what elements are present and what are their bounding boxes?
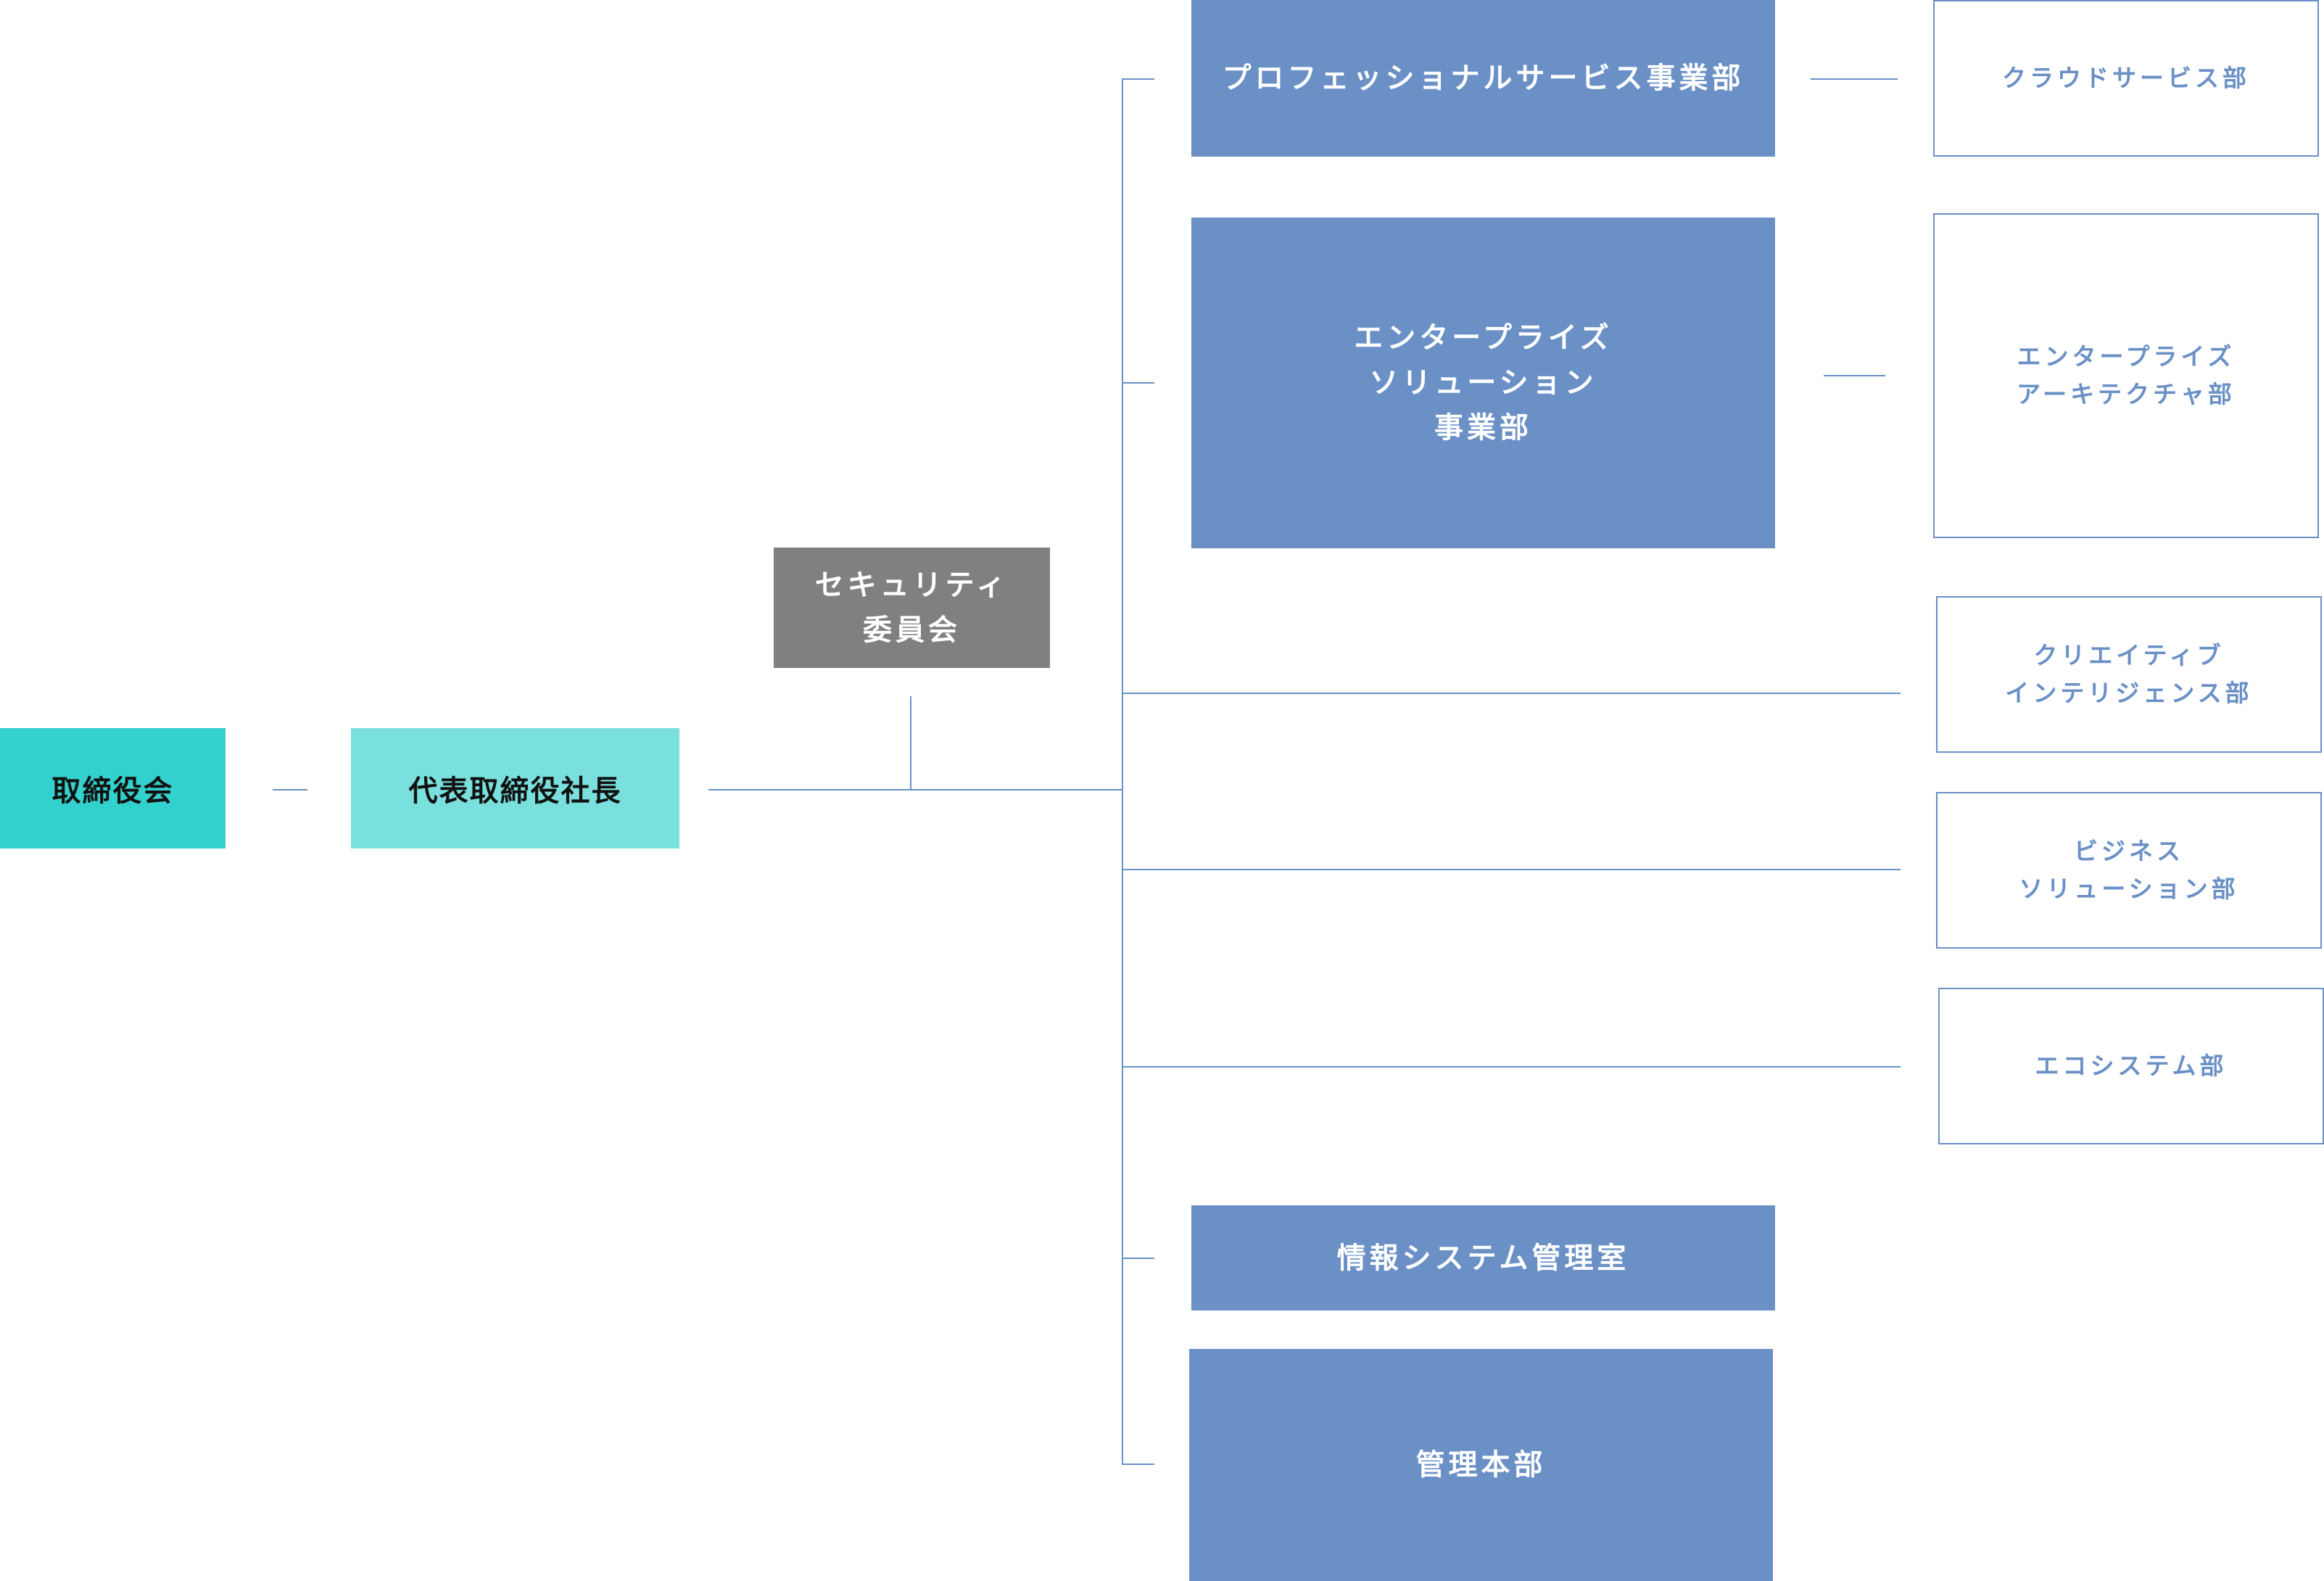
business-solutions-department-label: ビジネス ソリューション部 [2019,837,2239,903]
connector-spine-professional-services [1122,78,1154,80]
enterprise-solutions-division-box: エンタープライズ ソリューション 事業部 [1191,218,1775,548]
connector-spine-business-solutions [1122,869,1901,870]
administration-headquarters-box: 管理本部 [1189,1349,1773,1581]
connector-spine-creative-intelligence [1122,693,1901,694]
security-committee-label: セキュリティ 委員会 [814,569,1009,647]
connector-professional-services-cloud-services [1811,78,1898,80]
enterprise-solutions-division-label: エンタープライズ ソリューション 事業部 [1354,321,1613,445]
connector-spine-ecosystem [1122,1066,1901,1068]
creative-intelligence-department-label: クリエイティブ インテリジェンス部 [2005,641,2253,707]
administration-headquarters-label: 管理本部 [1415,1448,1547,1482]
ceo-box: 代表取締役社長 [351,728,679,849]
ceo-label: 代表取締役社長 [408,775,622,808]
ecosystem-department-label: エコシステム部 [2035,1052,2228,1080]
connector-board-ceo [273,789,307,790]
professional-services-division-box: プロフェッショナルサービス事業部 [1191,0,1775,157]
creative-intelligence-department-box: クリエイティブ インテリジェンス部 [1936,596,2322,753]
connector-ceo-spine [708,789,1123,790]
connector-spine-info-systems [1122,1258,1154,1259]
cloud-services-department-label: クラウドサービス部 [2002,64,2250,92]
security-committee-box: セキュリティ 委員会 [774,548,1050,668]
professional-services-division-label: プロフェッショナルサービス事業部 [1222,62,1745,95]
ecosystem-department-box: エコシステム部 [1938,988,2324,1144]
cloud-services-department-box: クラウドサービス部 [1933,0,2319,157]
connector-spine-enterprise-solutions [1122,382,1154,384]
connector-enterprise-solutions-enterprise-architecture [1824,375,1885,376]
enterprise-architecture-department-label: エンタープライズ アーキテクチャ部 [2017,342,2236,408]
board-of-directors-box: 取締役会 [0,728,226,849]
connector-spine-administration [1122,1464,1154,1465]
board-of-directors-label: 取締役会 [51,775,174,808]
connector-spine [1122,78,1123,1465]
enterprise-architecture-department-box: エンタープライズ アーキテクチャ部 [1933,213,2319,538]
connector-committee [910,696,911,790]
info-systems-office-box: 情報システム管理室 [1191,1205,1775,1310]
info-systems-office-label: 情報システム管理室 [1336,1241,1630,1275]
business-solutions-department-box: ビジネス ソリューション部 [1936,792,2322,949]
